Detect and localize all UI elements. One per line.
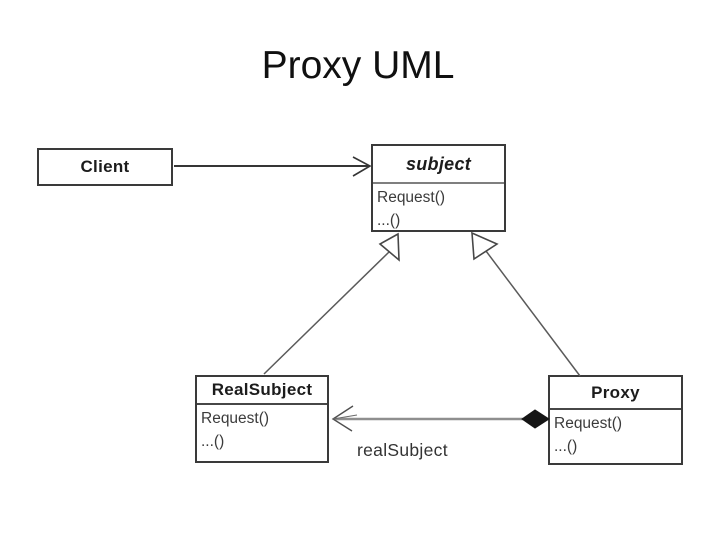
class-subject: subject Request() ...() <box>371 144 506 232</box>
class-client: Client <box>37 148 173 186</box>
method-request: Request() <box>377 189 446 206</box>
hollow-triangle-icon <box>471 231 499 261</box>
aggregation-proxy-realsubject <box>331 405 550 432</box>
generalization-line <box>485 250 581 377</box>
hollow-triangle-icon <box>378 232 400 262</box>
slide-title: Proxy UML <box>261 44 455 87</box>
class-subject-methods: Request() ...() <box>373 184 504 232</box>
class-client-name: Client <box>80 157 130 176</box>
association-client-subject <box>174 156 372 177</box>
method-ellipsis: ...() <box>201 433 225 450</box>
generalization-realsubject-subject <box>263 232 400 375</box>
class-realsubject-methods: Request() ...() <box>197 405 327 453</box>
method-request: Request() <box>554 415 623 432</box>
open-arrowhead-icon <box>331 405 354 432</box>
open-arrowhead-icon <box>352 156 372 177</box>
filled-diamond-icon <box>521 409 550 429</box>
class-proxy-methods: Request() ...() <box>550 410 681 458</box>
generalization-line <box>263 251 390 375</box>
class-realsubject-name: RealSubject <box>197 377 327 405</box>
generalization-proxy-subject <box>471 231 581 377</box>
association-label: realSubject <box>357 440 448 460</box>
class-subject-name: subject <box>373 146 504 184</box>
class-proxy: Proxy Request() ...() <box>548 375 683 465</box>
class-proxy-name: Proxy <box>550 377 681 410</box>
method-ellipsis: ...() <box>377 212 401 229</box>
method-request: Request() <box>201 410 270 427</box>
arrowhead-tail-stroke <box>332 414 358 420</box>
method-ellipsis: ...() <box>554 438 578 455</box>
class-realsubject: RealSubject Request() ...() <box>195 375 329 463</box>
